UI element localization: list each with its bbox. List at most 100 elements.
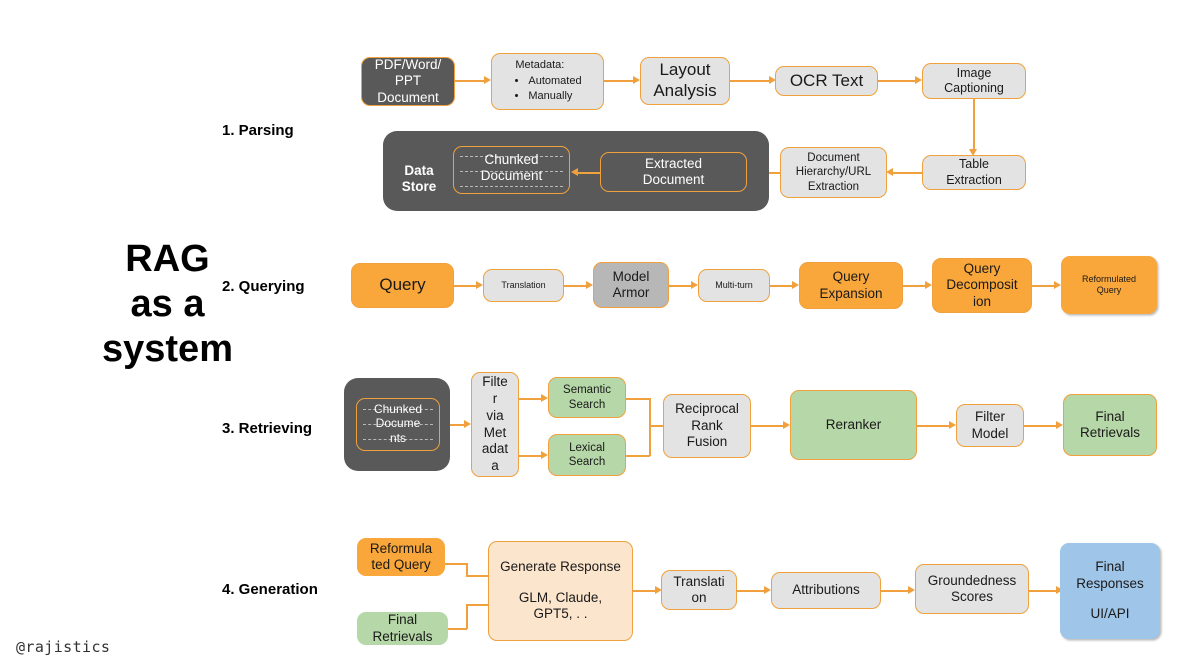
chunk-dash-r2 xyxy=(363,424,433,425)
connector-lexical-merge xyxy=(626,455,650,457)
node-query-decomposition[interactable]: Query Decomposit ion xyxy=(932,258,1032,313)
node-gen-translation[interactable]: Translati on xyxy=(661,570,737,610)
node-chunked-document[interactable]: Chunked Document xyxy=(453,146,570,194)
arrow-rrf-to-reranker xyxy=(783,421,790,429)
page-title: RAG as a system xyxy=(50,237,285,371)
connector-finalret-to-generate xyxy=(466,604,490,606)
arrow-filter-model-to-final xyxy=(1056,421,1063,429)
node-final-responses[interactable]: Final Responses UI/API xyxy=(1060,543,1160,639)
title-line-3: system xyxy=(102,327,233,370)
node-reranker[interactable]: Reranker xyxy=(790,390,917,460)
node-gen-final-retrievals[interactable]: Final Retrievals xyxy=(357,612,448,645)
metadata-title: Metadata: xyxy=(515,58,565,71)
row-label-retrieving: 3. Retrieving xyxy=(222,420,313,437)
row-label-generation: 4. Generation xyxy=(222,581,318,598)
connector-generate-to-translation xyxy=(633,590,655,592)
arrow-filter-to-semantic xyxy=(541,394,548,402)
arrow-source-to-metadata xyxy=(484,76,491,84)
node-gen-reformulated-query[interactable]: Reformula ted Query xyxy=(357,538,445,576)
arrow-caption-to-table xyxy=(969,149,977,156)
connector-translation-to-armor xyxy=(564,285,586,287)
arrow-groundedness-to-final xyxy=(1056,586,1063,594)
arrow-table-to-hierarchy xyxy=(886,168,893,176)
connector-reranker-to-filter-model xyxy=(917,425,949,427)
node-reformulated-query[interactable]: Reformulated Query xyxy=(1061,256,1157,314)
connector-caption-to-table xyxy=(973,99,975,149)
node-extracted-document[interactable]: Extracted Document xyxy=(600,152,747,192)
arrow-metadata-to-layout xyxy=(633,76,640,84)
metadata-item-manually: Manually xyxy=(528,89,581,105)
node-attributions[interactable]: Attributions xyxy=(771,572,881,609)
arrow-attributions-to-groundedness xyxy=(908,586,915,594)
connector-chunks-to-filter xyxy=(450,424,464,426)
node-semantic-search[interactable]: Semantic Search xyxy=(548,377,626,418)
node-filter-via-metadata[interactable]: Filte r via Met adat a xyxy=(471,372,519,477)
arrow-reranker-to-filter-model xyxy=(949,421,956,429)
chunked-documents-label: Chunked Docume nts xyxy=(373,402,423,445)
connector-refq-to-generate xyxy=(466,575,490,577)
final-responses-label: Final Responses xyxy=(1076,559,1144,591)
chunked-document-label: Chunked Document xyxy=(480,152,543,184)
arrow-layout-to-ocr xyxy=(769,76,776,84)
title-line-2: as a xyxy=(130,282,205,325)
node-table-extraction[interactable]: Table Extraction xyxy=(922,155,1026,190)
connector-filter-to-lexical xyxy=(519,455,541,457)
connector-finalret-out xyxy=(448,628,467,630)
node-model-armor[interactable]: Model Armor xyxy=(593,262,669,308)
connector-extracted-to-chunked xyxy=(578,172,600,174)
connector-groundedness-to-final xyxy=(1029,590,1056,592)
node-filter-model[interactable]: Filter Model xyxy=(956,404,1024,447)
connector-decomposition-to-reformulated xyxy=(1032,285,1054,287)
node-groundedness-scores[interactable]: Groundedness Scores xyxy=(915,564,1029,614)
node-translation[interactable]: Translation xyxy=(483,269,564,302)
chunk-dash-r1 xyxy=(363,409,433,410)
final-responses-sub: UI/API xyxy=(1090,606,1130,622)
node-query[interactable]: Query xyxy=(351,263,454,308)
arrow-filter-to-lexical xyxy=(541,451,548,459)
title-line-1: RAG xyxy=(125,238,210,280)
node-layout-analysis[interactable]: Layout Analysis xyxy=(640,57,730,105)
node-chunked-documents[interactable]: Chunked Docume nts xyxy=(356,398,440,451)
chunk-dash-1 xyxy=(460,156,563,157)
node-source-document[interactable]: PDF/Word/ PPT Document xyxy=(361,57,455,106)
arrow-translation-to-armor xyxy=(586,281,593,289)
arrow-multiturn-to-expansion xyxy=(792,281,799,289)
connector-filter-to-semantic xyxy=(519,398,541,400)
chunk-dash-r3 xyxy=(363,439,433,440)
node-metadata[interactable]: Metadata: Automated Manually xyxy=(491,53,604,110)
node-lexical-search[interactable]: Lexical Search xyxy=(548,434,626,476)
generate-response-models: GLM, Claude, GPT5, . . xyxy=(518,589,603,622)
connector-finalret-up xyxy=(466,605,468,629)
connector-translation-to-attributions xyxy=(737,590,764,592)
row-label-querying: 2. Querying xyxy=(222,278,305,295)
connector-filter-model-to-final xyxy=(1024,425,1056,427)
connector-merge-vertical xyxy=(649,398,651,456)
node-data-store-label: Data Store xyxy=(401,162,437,194)
node-document-hierarchy[interactable]: Document Hierarchy/URL Extraction xyxy=(780,147,887,198)
connector-expansion-to-decomposition xyxy=(903,285,925,287)
arrow-expansion-to-decomposition xyxy=(925,281,932,289)
connector-rrf-to-reranker xyxy=(751,425,783,427)
connector-query-to-translation xyxy=(454,285,476,287)
chunk-dash-3 xyxy=(460,186,563,187)
arrow-extracted-to-chunked xyxy=(571,168,578,176)
arrow-decomposition-to-reformulated xyxy=(1054,281,1061,289)
connector-refq-out xyxy=(445,563,467,565)
connector-layout-to-ocr xyxy=(730,80,769,82)
connector-multiturn-to-expansion xyxy=(770,285,792,287)
node-query-expansion[interactable]: Query Expansion xyxy=(799,262,903,309)
connector-semantic-merge xyxy=(626,398,650,400)
node-final-retrievals[interactable]: Final Retrievals xyxy=(1063,394,1157,456)
node-ocr-text[interactable]: OCR Text xyxy=(775,66,878,96)
node-reciprocal-rank-fusion[interactable]: Reciprocal Rank Fusion xyxy=(663,394,751,458)
node-generate-response[interactable]: Generate Response GLM, Claude, GPT5, . . xyxy=(488,541,633,641)
node-multi-turn[interactable]: Multi-turn xyxy=(698,269,770,302)
connector-source-to-metadata xyxy=(455,80,484,82)
connector-table-to-hierarchy xyxy=(893,172,922,174)
connector-refq-down xyxy=(466,563,468,576)
node-image-captioning[interactable]: Image Captioning xyxy=(922,63,1026,99)
arrow-generate-to-translation xyxy=(655,586,662,594)
watermark-handle: @rajistics xyxy=(16,638,111,656)
arrow-translation-to-attributions xyxy=(764,586,771,594)
